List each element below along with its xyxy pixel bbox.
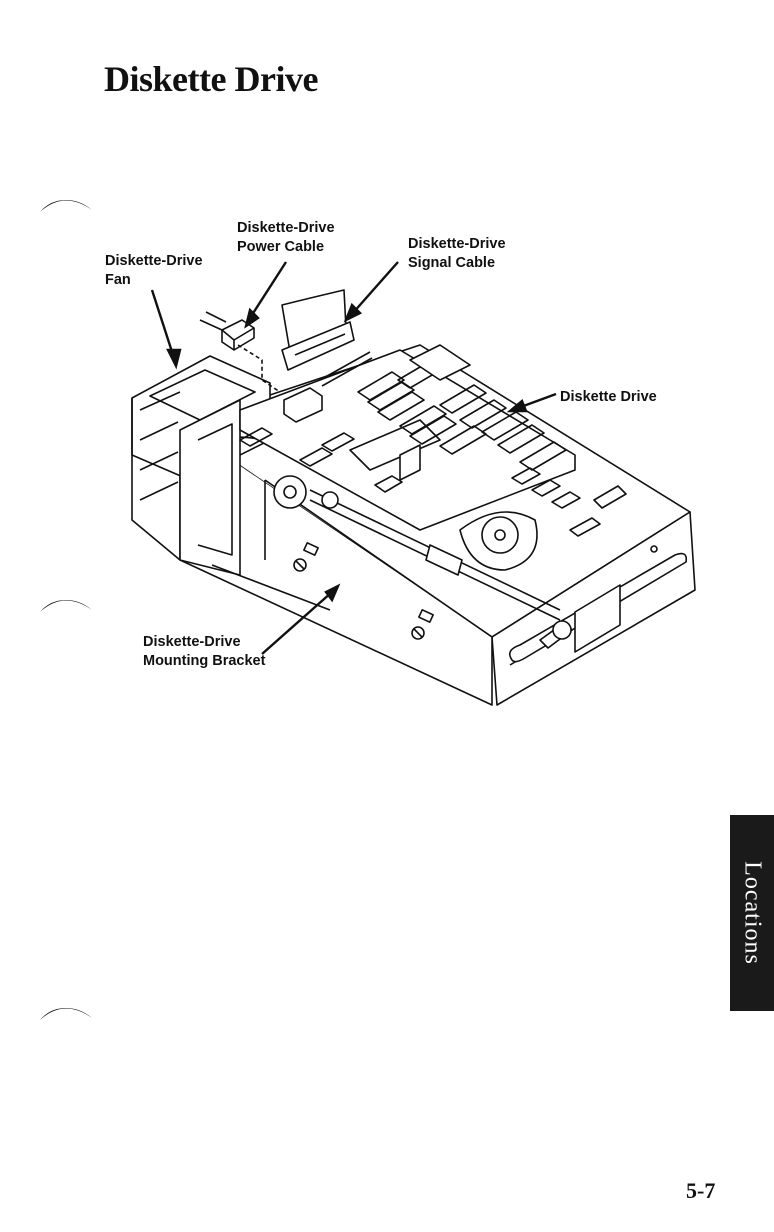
- label-diskette-drive: Diskette Drive: [560, 388, 657, 407]
- page-number: 5-7: [686, 1178, 715, 1204]
- label-line: Diskette Drive: [560, 388, 657, 407]
- arrow-fan: [152, 290, 174, 358]
- arrow-signal-cable: [352, 262, 398, 314]
- label-line: Diskette-Drive: [105, 252, 203, 271]
- label-diskette-drive-signal-cable: Diskette-Drive Signal Cable: [408, 235, 506, 273]
- label-line: Diskette-Drive: [143, 633, 265, 652]
- label-diskette-drive-mounting-bracket: Diskette-Drive Mounting Bracket: [143, 633, 265, 671]
- label-line: Mounting Bracket: [143, 652, 265, 671]
- section-tab-label: Locations: [739, 861, 766, 965]
- label-line: Fan: [105, 271, 203, 290]
- label-line: Power Cable: [237, 238, 335, 257]
- label-diskette-drive-fan: Diskette-Drive Fan: [105, 252, 203, 290]
- arrow-power-cable: [250, 262, 286, 318]
- label-line: Diskette-Drive: [408, 235, 506, 254]
- label-line: Signal Cable: [408, 254, 506, 273]
- label-diskette-drive-power-cable: Diskette-Drive Power Cable: [237, 219, 335, 257]
- section-tab: Locations: [730, 815, 774, 1011]
- label-line: Diskette-Drive: [237, 219, 335, 238]
